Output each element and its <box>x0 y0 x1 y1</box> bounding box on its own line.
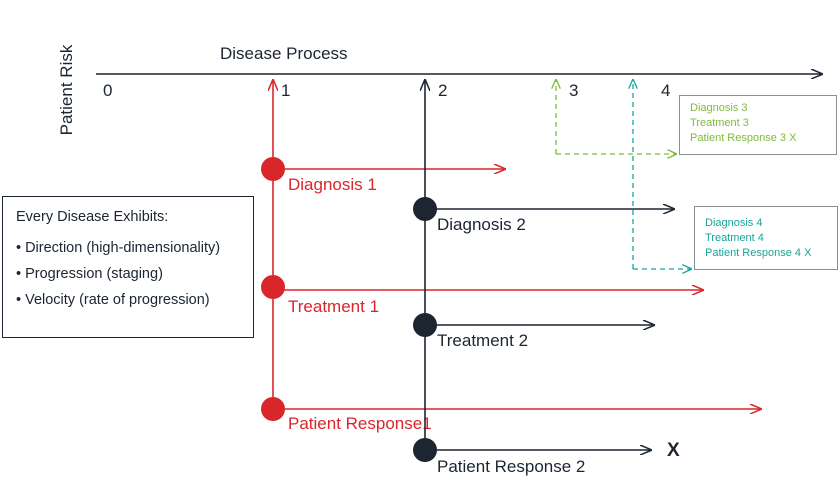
diagnosis-1-node <box>261 157 285 181</box>
treatment-1-node <box>261 275 285 299</box>
branch-3-line: Patient Response 3 X <box>690 132 797 144</box>
exhibits-title: Every Disease Exhibits: <box>16 209 169 225</box>
exhibits-item: Velocity (rate of progression) <box>16 287 253 313</box>
diagnosis-1-label: Diagnosis 1 <box>288 175 377 194</box>
disease-exhibits-box: Every Disease Exhibits: Direction (high-… <box>2 196 254 338</box>
treatment-1-label: Treatment 1 <box>288 297 379 316</box>
branch-4-line: Patient Response 4 X <box>705 247 812 259</box>
patient-response-2-node <box>413 438 437 462</box>
y-axis-label: Patient Risk <box>57 44 76 135</box>
diagnosis-2-node <box>413 197 437 221</box>
patient-response-1-node <box>261 397 285 421</box>
branch-4-line: Treatment 4 <box>705 232 764 244</box>
branch-3-box: Diagnosis 3 Treatment 3 Patient Response… <box>679 95 837 155</box>
exhibits-item: Direction (high-dimensionality) <box>16 235 253 261</box>
branch-3-line: Treatment 3 <box>690 117 749 129</box>
diagnosis-2-label: Diagnosis 2 <box>437 215 526 234</box>
branch-3-line: Diagnosis 3 <box>690 102 748 114</box>
tick-label-2: 2 <box>438 81 447 100</box>
tick-label-0: 0 <box>103 81 112 100</box>
tick-label-1: 1 <box>281 81 290 100</box>
tick-label-3: 3 <box>569 81 578 100</box>
patient-response-2-end-mark: X <box>667 440 680 461</box>
patient-response-1-label: Patient Response1 <box>288 414 432 433</box>
x-axis-label: Disease Process <box>220 44 348 63</box>
treatment-2-label: Treatment 2 <box>437 331 528 350</box>
patient-response-2-label: Patient Response 2 <box>437 457 585 476</box>
branch-4-line: Diagnosis 4 <box>705 217 763 229</box>
tick-label-4: 4 <box>661 81 670 100</box>
branch-4-box: Diagnosis 4 Treatment 4 Patient Response… <box>694 206 838 270</box>
exhibits-item: Progression (staging) <box>16 261 253 287</box>
treatment-2-node <box>413 313 437 337</box>
